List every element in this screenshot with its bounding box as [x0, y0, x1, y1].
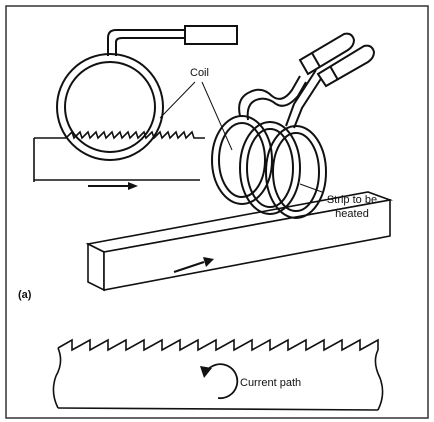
coil-label: Coil	[190, 67, 209, 79]
strip-motion-arrow	[173, 261, 205, 273]
strip-label-line2: heated	[335, 208, 369, 220]
helical-coil	[211, 32, 376, 219]
inset-coil-ring-outer	[56, 53, 164, 161]
coil-terminal-band-2	[329, 65, 339, 81]
coil-turn-1-inner	[218, 122, 266, 198]
coil-lead-c	[285, 69, 317, 127]
figure-frame	[5, 5, 429, 419]
panel-label: (a)	[18, 289, 32, 301]
strip-to-be-heated	[85, 191, 394, 292]
coil-lead-a	[238, 75, 301, 117]
inset-strip-section	[33, 130, 205, 182]
inset-coil-ring-inner	[64, 61, 156, 153]
current-path-arrowhead	[200, 366, 212, 378]
inset-motion-arrowhead	[128, 182, 138, 190]
cross-section-left-edge	[52, 347, 62, 409]
cross-section-serrated-top	[57, 338, 379, 352]
coil-terminal-2	[316, 44, 376, 88]
current-path-loop	[205, 363, 239, 400]
coil-leader-lines	[159, 81, 233, 151]
coil-lead-d	[293, 73, 325, 129]
current-path-label: Current path	[240, 377, 301, 389]
strip-leader-line	[299, 183, 323, 193]
coil-turn-1-outer	[211, 115, 273, 205]
inset-coil-lead	[107, 29, 186, 56]
inset-single-coil	[33, 25, 238, 190]
strip-front-face	[87, 242, 105, 292]
coil-turn-3-inner	[272, 132, 320, 212]
strip-label-line1: Strip to be	[327, 194, 377, 206]
coil-turn-3-outer	[265, 125, 327, 219]
strip-motion-arrowhead	[203, 257, 214, 267]
inset-coil-handle	[184, 25, 238, 45]
coil-turn-2-inner	[246, 128, 294, 208]
cross-section-bottom	[57, 407, 379, 411]
coil-lead-b	[246, 81, 307, 121]
cross-section-right-edge	[374, 349, 384, 411]
coil-turn-2-outer	[239, 121, 301, 215]
coil-terminal-1	[298, 32, 356, 76]
cross-section-strip	[52, 338, 384, 411]
coil-terminal-band-1	[311, 52, 321, 68]
